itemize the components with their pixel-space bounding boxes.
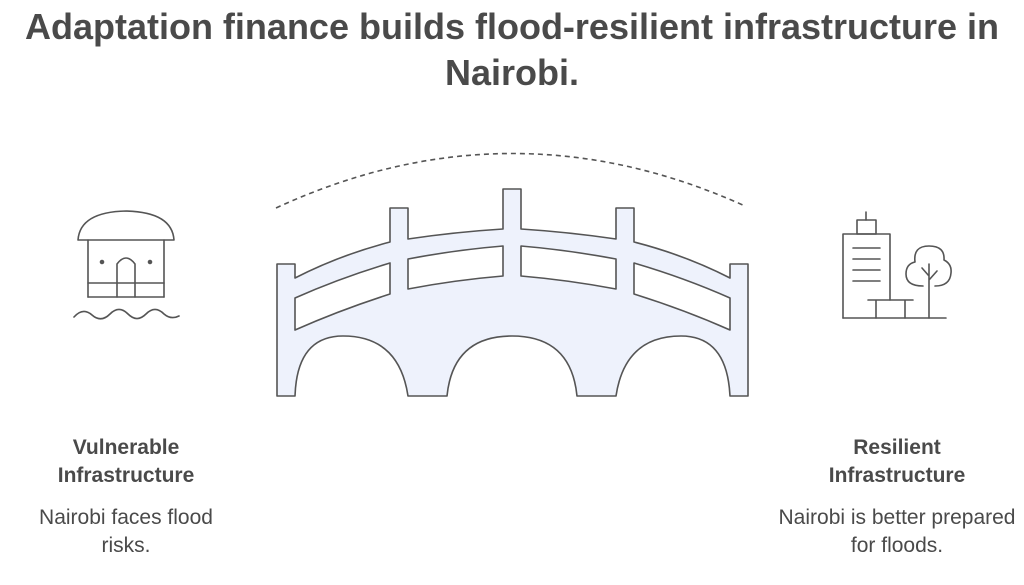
resilient-infrastructure-panel: Resilient Infrastructure Nairobi is bett… <box>767 434 1024 560</box>
flooded-hut-icon <box>73 210 180 320</box>
arched-bridge-icon <box>276 188 749 397</box>
vulnerable-infrastructure-panel: Vulnerable Infrastructure Nairobi faces … <box>0 434 256 560</box>
resilient-infrastructure-heading: Resilient Infrastructure <box>828 436 966 487</box>
page-title: Adaptation finance builds flood-resilien… <box>24 6 1000 93</box>
vulnerable-infrastructure-heading: Vulnerable Infrastructure <box>57 436 195 487</box>
city-building-tree-icon <box>842 211 952 319</box>
vulnerable-infrastructure-description: Nairobi faces flood risks. <box>39 506 213 557</box>
dashed-arc <box>275 152 746 209</box>
resilient-infrastructure-description: Nairobi is better prepared for floods. <box>778 506 1016 557</box>
